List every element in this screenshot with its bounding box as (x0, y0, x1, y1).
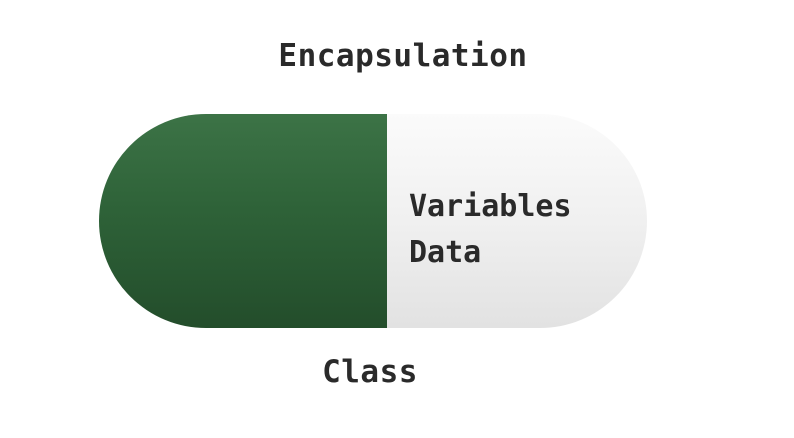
capsule-left-half (99, 114, 387, 328)
capsule-right-half (387, 114, 647, 328)
capsule-label-data: Data (409, 235, 482, 270)
diagram-title: Encapsulation (278, 38, 528, 74)
capsule-label-variables: Variables (409, 189, 572, 224)
capsule-contents: Variables Data (409, 184, 572, 276)
capsule-illustration (97, 112, 649, 330)
diagram-caption: Class (322, 354, 418, 390)
